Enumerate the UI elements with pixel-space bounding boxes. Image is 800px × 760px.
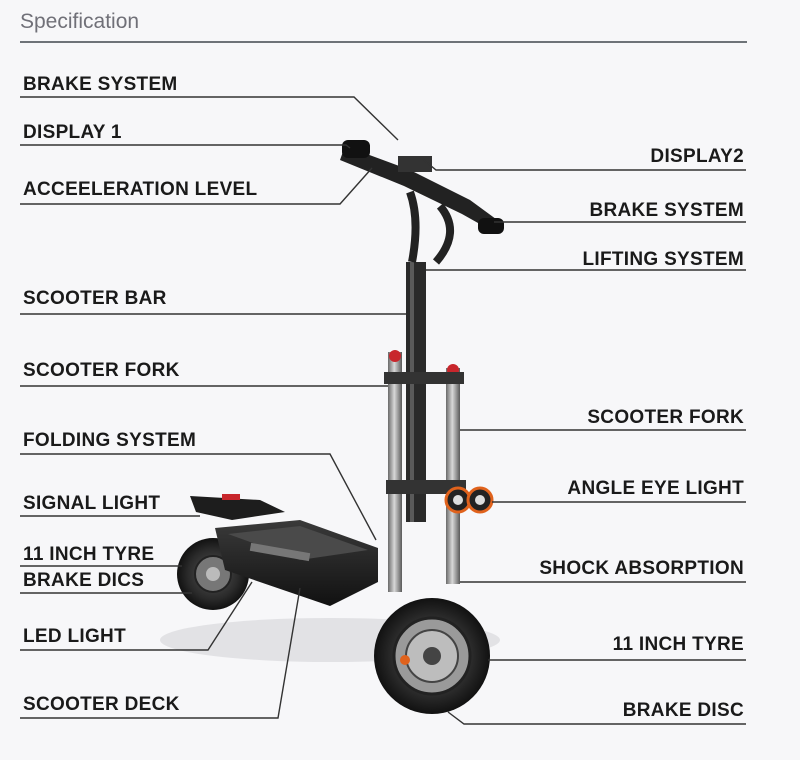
label-lifting-system: LIFTING SYSTEM bbox=[582, 249, 744, 270]
label-display-1: DISPLAY 1 bbox=[23, 122, 122, 143]
label-angle-eye-light: ANGLE EYE LIGHT bbox=[567, 478, 744, 499]
label-brake-system-right: BRAKE SYSTEM bbox=[589, 200, 744, 221]
handlebar-shape bbox=[340, 140, 504, 265]
label-led-light: LED LIGHT bbox=[23, 626, 126, 647]
label-scooter-fork-right: SCOOTER FORK bbox=[587, 407, 744, 428]
right-leader-lines bbox=[423, 159, 746, 725]
headlight-shapes bbox=[444, 486, 494, 514]
label-brake-disc: BRAKE DISC bbox=[622, 700, 744, 721]
left-leader-lines bbox=[20, 96, 406, 719]
label-11-inch-tyre-left: 11 INCH TYRE bbox=[23, 544, 155, 565]
rear-fender bbox=[190, 494, 285, 520]
label-brake-system-left: BRAKE SYSTEM bbox=[23, 74, 178, 95]
section-title: Specification bbox=[20, 10, 140, 33]
label-scooter-bar: SCOOTER BAR bbox=[23, 288, 167, 309]
label-display-2: DISPLAY2 bbox=[650, 146, 744, 167]
label-brake-dics: BRAKE DICS bbox=[23, 570, 145, 591]
label-shock-absorption: SHOCK ABSORPTION bbox=[539, 558, 744, 579]
label-scooter-deck: SCOOTER DECK bbox=[23, 694, 180, 715]
front-wheel bbox=[374, 598, 490, 714]
title-divider bbox=[20, 41, 747, 43]
front-fork-shapes bbox=[384, 350, 466, 592]
label-folding-system: FOLDING SYSTEM bbox=[23, 430, 197, 451]
label-signal-light: SIGNAL LIGHT bbox=[23, 493, 161, 514]
label-11-inch-tyre-right: 11 INCH TYRE bbox=[612, 634, 744, 655]
label-scooter-fork-left: SCOOTER FORK bbox=[23, 360, 180, 381]
label-acceleration-level: ACCEELERATION LEVEL bbox=[23, 179, 258, 200]
deck-shape bbox=[215, 520, 378, 606]
